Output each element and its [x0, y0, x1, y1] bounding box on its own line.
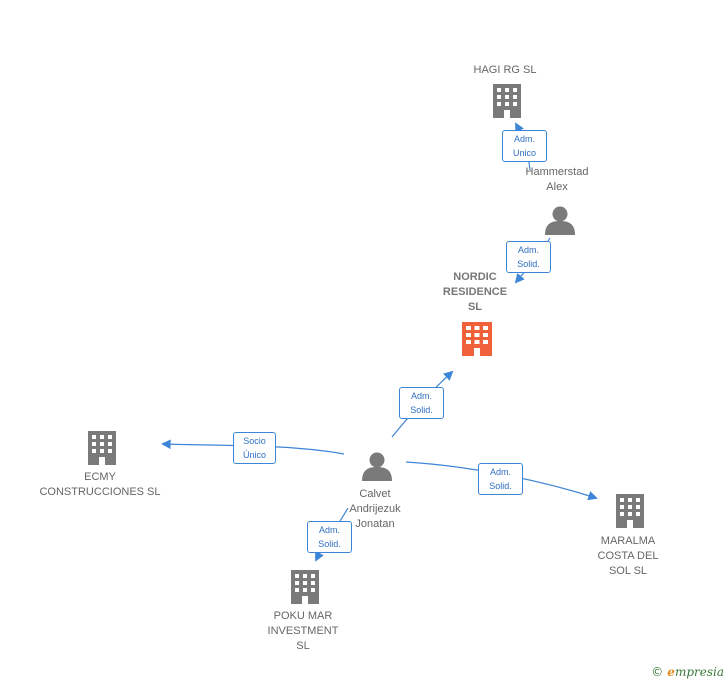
node-label-hammerstad[interactable]: Hammerstad Alex [525, 166, 589, 193]
brand-initial: e [667, 665, 675, 679]
node-label-ecmy[interactable]: ECMY CONSTRUCCIONES SL [39, 471, 161, 498]
building-icon[interactable] [462, 322, 492, 356]
edge-label-calvet-pokumar: Adm. Solid. [307, 521, 352, 553]
person-icon[interactable] [545, 206, 575, 236]
empresia-logo[interactable]: ©empresia [651, 665, 724, 679]
node-label-maralma[interactable]: MARALMA COSTA DEL SOL SL [597, 535, 659, 577]
node-label-nordic[interactable]: NORDIC RESIDENCE SL [442, 271, 508, 313]
edge-label-hammerstad-hagi: Adm. Unico [502, 130, 547, 162]
edge-label-calvet-maralma: Adm. Solid. [478, 463, 523, 495]
brand-name: mpresia [674, 665, 724, 679]
edge-label-hammerstad-nordic: Adm. Solid. [506, 241, 551, 273]
building-icon[interactable] [616, 494, 644, 528]
building-icon[interactable] [493, 84, 521, 118]
copyright-symbol: © [651, 665, 664, 679]
node-label-hagi[interactable]: HAGI RG SL [473, 64, 537, 76]
node-label-calvet[interactable]: Calvet Andrijezuk Jonatan [349, 488, 401, 530]
edge-label-calvet-nordic: Adm. Solid. [399, 387, 444, 419]
edge-label-calvet-ecmy: Socio Único [233, 432, 276, 464]
building-icon[interactable] [291, 570, 319, 604]
person-icon[interactable] [362, 452, 392, 482]
node-label-pokumar[interactable]: POKU MAR INVESTMENT SL [267, 610, 339, 652]
building-icon[interactable] [88, 431, 116, 465]
